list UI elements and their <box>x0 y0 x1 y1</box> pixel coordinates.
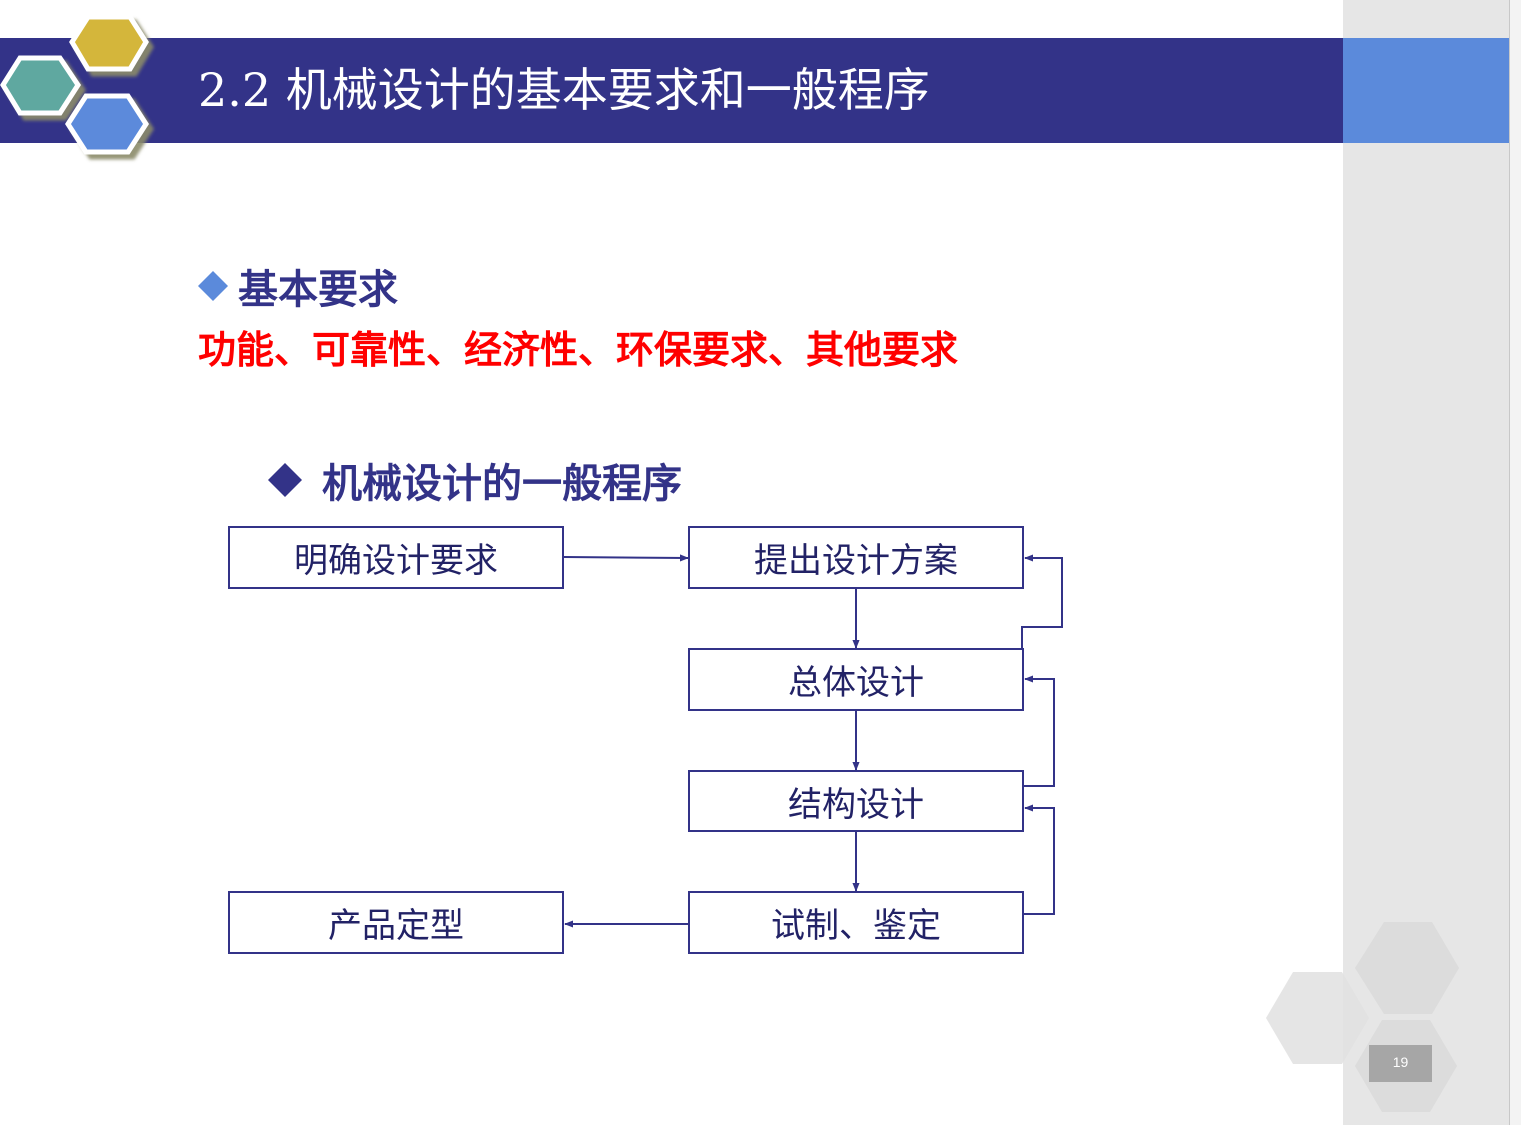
feedback-structure-to-overall <box>1024 675 1055 787</box>
title-bar-accent <box>1343 38 1509 143</box>
diamond-bullet-icon <box>268 463 302 497</box>
basic-requirements-heading: 基本要求 <box>198 262 398 313</box>
step-overall-design: 总体设计 <box>688 648 1024 711</box>
feedback-trial-to-structure <box>1024 804 1055 915</box>
procedure-heading-text: 机械设计的一般程序 <box>322 461 682 507</box>
feedback-overall-to-propose <box>1021 554 1063 664</box>
procedure-heading: 机械设计的一般程序 <box>266 456 682 507</box>
background-hexagons-icon <box>1266 922 1459 1112</box>
step-clarify-requirements: 明确设计要求 <box>228 526 564 589</box>
arrow-clarify-to-propose <box>563 554 689 562</box>
diamond-bullet-icon <box>198 271 228 301</box>
slide-title: 2.2 机械设计的基本要求和一般程序 <box>198 63 930 117</box>
hexagon-teal-icon <box>0 55 81 116</box>
basic-requirements-heading-text: 基本要求 <box>238 267 398 313</box>
right-edge-strip <box>1509 0 1521 1125</box>
step-propose-scheme: 提出设计方案 <box>688 526 1024 589</box>
hexagon-logo-icon <box>0 14 149 155</box>
page-number: 19 <box>1369 1045 1432 1082</box>
title-bar <box>0 38 1343 143</box>
step-trial-evaluation: 试制、鉴定 <box>688 891 1024 954</box>
step-product-finalization: 产品定型 <box>228 891 564 954</box>
step-structure-design: 结构设计 <box>688 770 1024 832</box>
hexagon-blue-icon <box>65 93 149 155</box>
hexagon-gold-icon <box>69 14 149 72</box>
basic-requirements-list: 功能、可靠性、经济性、环保要求、其他要求 <box>198 328 959 372</box>
